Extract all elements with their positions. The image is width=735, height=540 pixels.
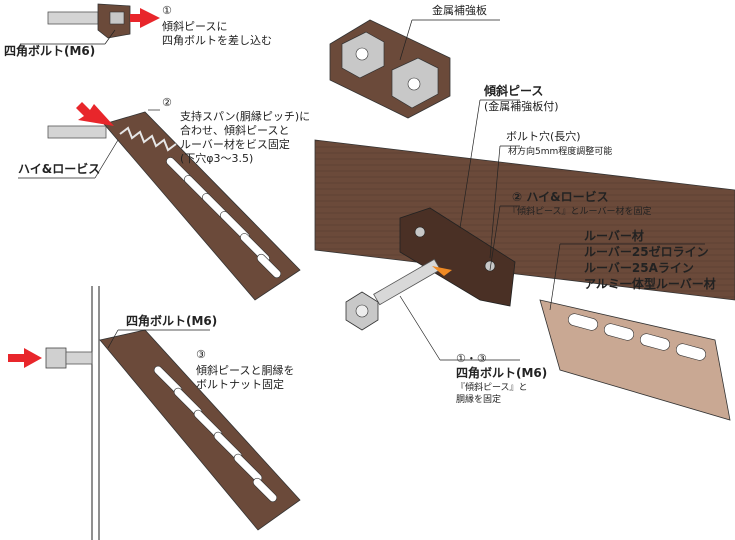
main-louver-light: [539, 299, 731, 421]
main-incline-piece: [399, 207, 516, 307]
step1-red-arrow: [130, 8, 160, 28]
step2-slots: [166, 157, 282, 279]
step3-louver-board: [99, 329, 301, 531]
main-bolt-shaft: [373, 258, 441, 306]
step3-red-arrow: [8, 348, 42, 368]
step1-bolt-shaft: [47, 11, 99, 25]
step1-metal-plate: [109, 11, 125, 25]
step3-illustration: [8, 286, 301, 540]
metal-plate-illustration: [329, 19, 500, 119]
metal-plate-label: 金属補強板: [432, 4, 487, 17]
screw-callout-note: 『傾斜ピース』とルーバー材を固定: [508, 207, 652, 217]
main-orange-arrow: [432, 266, 452, 276]
step2-bolt-shaft: [47, 125, 107, 139]
bolt-callout-note: 『傾斜ピース』と 胴縁を固定: [456, 383, 528, 405]
step1-number: ①: [162, 4, 172, 17]
louver-callout: ルーバー材 ルーバー25ゼロライン ルーバー25Aライン アルミ一体型ルーバー材: [584, 229, 716, 291]
step2-number: ②: [162, 96, 172, 109]
step1-bolt-label: 四角ボルト(M6): [4, 44, 96, 58]
screw-callout-title: ② ハイ&ロービス: [512, 190, 609, 204]
step3-number: ③: [196, 348, 206, 361]
bolt-hole-note: 材方向5mm程度調整可能: [508, 147, 613, 157]
step2-red-arrow: [76, 102, 114, 126]
step3-bolt-label: 四角ボルト(M6): [126, 314, 218, 328]
step1-illustration: [20, 3, 160, 45]
step2-louver-board: [103, 111, 301, 301]
step2-screw-coil: [119, 126, 177, 152]
step3-description: 傾斜ピースと胴縁を ボルトナット固定: [196, 364, 295, 391]
step3-nut: [45, 347, 67, 369]
bolt-hole-title: ボルト穴(長穴): [506, 130, 581, 143]
step2-description: 支持スパン(胴縁ピッチ)に 合わせ、傾斜ピースと ルーバー材をビス固定 (下穴φ…: [180, 110, 311, 165]
incline-piece-subtitle: (金属補強板付): [484, 100, 559, 113]
main-assembly: [314, 99, 735, 421]
bolt-callout-title: 四角ボルト(M6): [456, 366, 548, 380]
bolt-callout-number: ①・③: [456, 352, 487, 365]
step2-illustration: [18, 102, 301, 301]
step1-description: 傾斜ピースに 四角ボルトを差し込む: [162, 20, 272, 47]
incline-piece-title: 傾斜ピース: [484, 84, 544, 98]
step2-screw-label: ハイ&ロービス: [18, 162, 101, 176]
